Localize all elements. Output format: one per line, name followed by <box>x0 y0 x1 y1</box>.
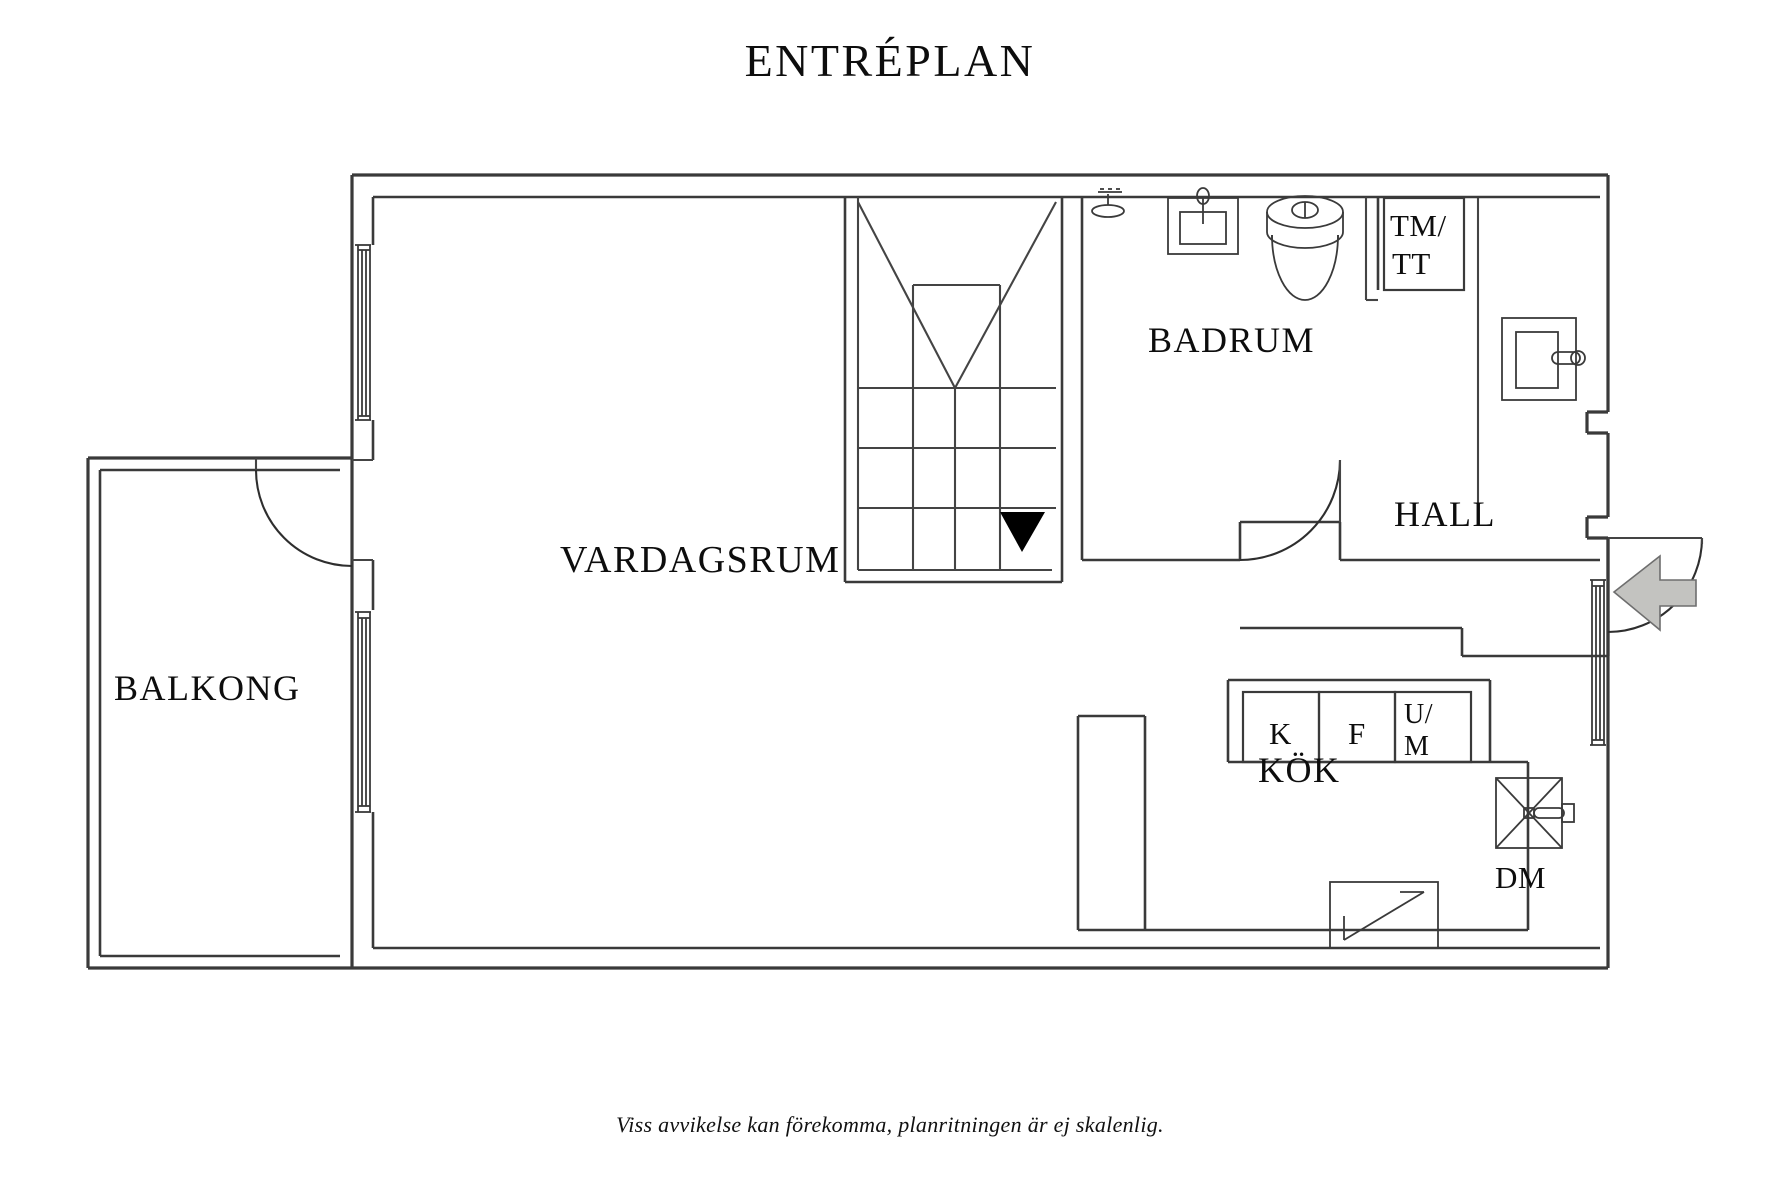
room-label-kok: KÖK <box>1258 750 1341 790</box>
shower-head-icon <box>1091 188 1125 218</box>
room-label-hall: HALL <box>1394 494 1496 534</box>
appliance-frys-label: F <box>1348 716 1366 751</box>
bathroom-door[interactable] <box>1239 459 1342 562</box>
kitchen-sink-icon <box>1495 777 1575 849</box>
disclaimer-text: Viss avvikelse kan förekomma, planritnin… <box>616 1112 1164 1137</box>
staircase <box>843 197 1064 584</box>
window-living-room-lower <box>355 611 371 813</box>
entrance-arrow-icon <box>1612 554 1697 632</box>
appliance-ugn-mikro-box <box>1393 690 1473 764</box>
room-label-balkong: BALKONG <box>114 668 301 708</box>
apartment-outer-walls <box>350 173 1610 970</box>
appliance-frys: F <box>1348 716 1366 751</box>
balcony-door[interactable] <box>254 458 373 568</box>
appliance-tm-tt-label-line1: TM/ <box>1390 208 1447 243</box>
room-label-vardagsrum: VARDAGSRUM <box>560 539 840 581</box>
toilet-icon <box>1266 195 1344 301</box>
appliance-ugn-mikro-label-line1: U/ <box>1404 699 1433 730</box>
hall-walls <box>1240 626 1608 658</box>
stair-down-arrow-icon <box>1000 512 1045 552</box>
window-living-room-upper <box>355 244 371 421</box>
room-label-badrum: BADRUM <box>1148 320 1315 360</box>
balcony-outline <box>86 456 352 970</box>
bathroom-walls <box>1080 197 1600 562</box>
kitchen-walls <box>1076 678 1530 932</box>
appliance-ugn-mikro-label-line2: M <box>1404 731 1429 762</box>
appliance-kyl-label: K <box>1269 716 1292 751</box>
appliance-ugn-mikro: U/ M <box>1404 699 1433 762</box>
hall-basin-icon <box>1476 198 1586 522</box>
appliance-kyl: K <box>1269 716 1292 751</box>
window-kitchen-right <box>1590 579 1606 746</box>
kitchen-stove-icon <box>1329 881 1439 949</box>
appliance-tm-tt-label-line2: TT <box>1392 246 1431 281</box>
page-title: ENTRÉPLAN <box>744 35 1036 86</box>
apartment-inner-wall-lines <box>371 195 1600 950</box>
floorplan-drawing: TM/ TT <box>0 140 1780 1060</box>
washbasin-icon <box>1167 187 1239 255</box>
appliance-diskmaskin-label: DM <box>1495 860 1546 895</box>
appliance-tm-tt: TM/ TT <box>1382 196 1466 292</box>
